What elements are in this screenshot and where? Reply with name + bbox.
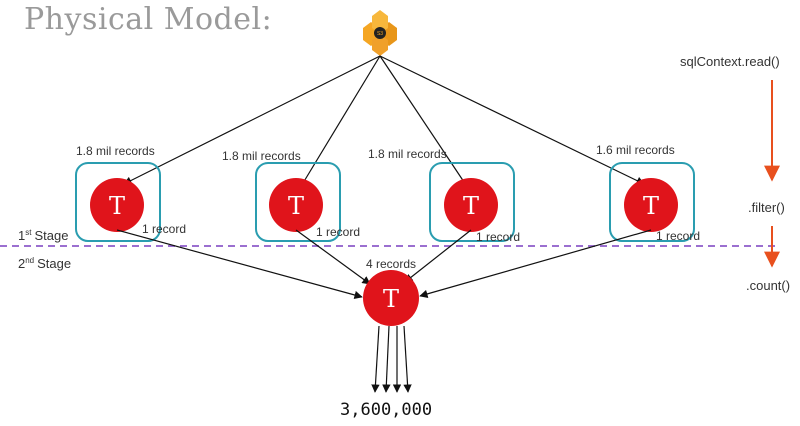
read-arrow	[123, 55, 381, 185]
task-records-out: 1 record	[142, 222, 186, 236]
task-letter: T	[463, 192, 479, 220]
task-box: T	[429, 162, 515, 242]
task-box: T	[75, 162, 161, 242]
task-letter: T	[288, 192, 304, 220]
op-count-label: .count()	[746, 278, 790, 293]
op-filter-label: .filter()	[748, 200, 785, 215]
result-value: 3,600,000	[340, 400, 433, 420]
read-arrow	[379, 55, 645, 185]
task-letter: T	[109, 192, 125, 220]
task-records-in: 1.8 mil records	[368, 147, 447, 161]
shuffle-arrow	[295, 229, 371, 285]
read-arrow	[299, 55, 381, 189]
task-records-out: 1 record	[656, 229, 700, 243]
result-arrow	[403, 325, 412, 393]
task-box: T	[255, 162, 341, 242]
s3-icon-label: S3	[377, 31, 383, 37]
result-arrows	[371, 325, 412, 393]
aws-s3-icon: S3	[363, 10, 397, 56]
task-letter: T	[383, 285, 399, 313]
shuffle-arrow	[419, 229, 652, 298]
op-read-label: sqlContext.read()	[680, 54, 780, 69]
shuffle-arrows	[116, 229, 652, 300]
aggregator-records-in: 4 records	[366, 257, 416, 271]
task-records-in: 1.6 mil records	[596, 143, 675, 157]
page-title: Physical Model:	[24, 2, 273, 37]
read-arrow	[379, 55, 469, 189]
shuffle-arrow	[116, 229, 363, 300]
task-letter: T	[643, 192, 659, 220]
task-box: T	[609, 162, 695, 242]
result-arrow	[382, 325, 391, 393]
task-records-out: 1 record	[476, 230, 520, 244]
task-records-in: 1.8 mil records	[222, 149, 301, 163]
task-records-in: 1.8 mil records	[76, 144, 155, 158]
read-arrows	[123, 55, 645, 189]
task-records-out: 1 record	[316, 225, 360, 239]
aggregator-task: T	[363, 270, 419, 326]
shuffle-arrow	[404, 229, 472, 283]
result-arrow	[371, 325, 380, 393]
